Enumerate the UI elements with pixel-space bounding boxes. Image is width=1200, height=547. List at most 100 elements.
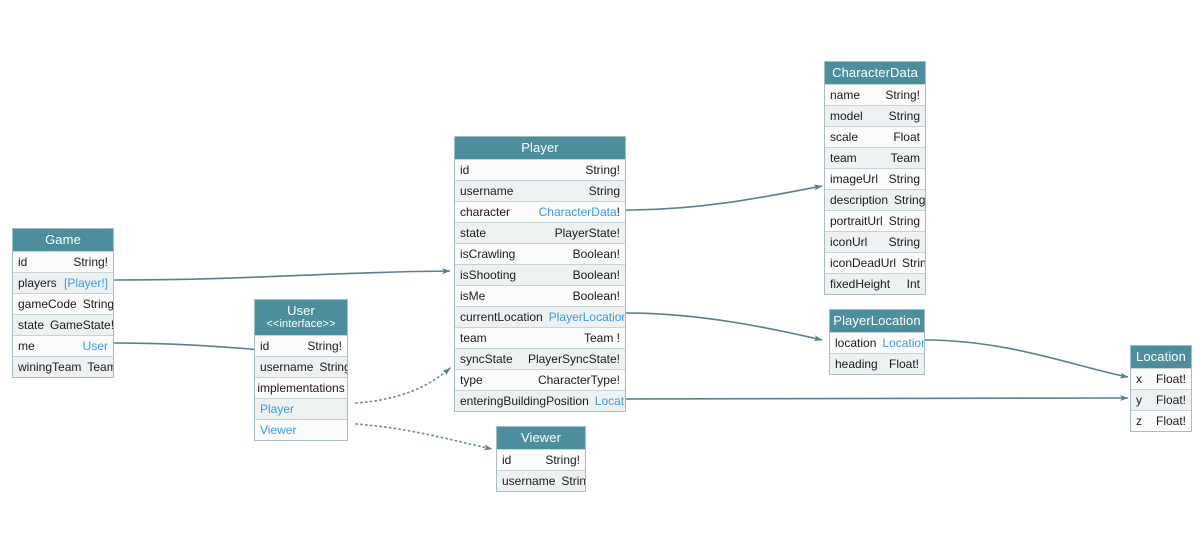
- field-name: gameCode: [18, 297, 77, 311]
- field-type-link[interactable]: CharacterData: [538, 205, 617, 219]
- entity-player[interactable]: Player id String! username String charac…: [454, 136, 626, 412]
- field-type: PlayerSyncState!: [527, 352, 620, 366]
- field-row[interactable]: id String!: [497, 449, 585, 470]
- field-type: String!: [585, 163, 620, 177]
- field-row[interactable]: portraitUrl String: [825, 210, 925, 231]
- field-type: PlayerState!: [554, 226, 620, 240]
- entity-location[interactable]: Location x Float! y Float! z Float!: [1130, 345, 1192, 432]
- field-row[interactable]: state GameState!: [13, 314, 113, 335]
- field-row[interactable]: team Team: [825, 147, 925, 168]
- field-name: isCrawling: [460, 247, 516, 261]
- field-name: me: [18, 339, 35, 353]
- field-row[interactable]: username String: [255, 356, 347, 377]
- field-type: String: [888, 214, 921, 228]
- field-row[interactable]: imageUrl String: [825, 168, 925, 189]
- field-name: x: [1136, 372, 1142, 386]
- field-name: model: [830, 109, 863, 123]
- field-type[interactable]: Location: [594, 394, 625, 408]
- field-row[interactable]: state PlayerState!: [455, 222, 625, 243]
- field-row[interactable]: me User: [13, 335, 113, 356]
- field-row[interactable]: iconDeadUrl String: [825, 252, 925, 273]
- field-type: Team !: [583, 331, 620, 345]
- field-name: location: [835, 336, 877, 350]
- field-row[interactable]: currentLocation PlayerLocation!: [455, 306, 625, 327]
- field-row[interactable]: type CharacterType!: [455, 369, 625, 390]
- field-type: Float!: [888, 357, 919, 371]
- entity-game-title: Game: [13, 229, 113, 251]
- field-name: description: [830, 193, 889, 207]
- field-row[interactable]: z Float!: [1131, 410, 1191, 431]
- field-name: players: [18, 276, 57, 290]
- field-type: Team: [87, 360, 113, 374]
- edge-game-players-to-player: [113, 268, 451, 281]
- field-name: state: [18, 318, 45, 332]
- field-type[interactable]: CharacterData!: [533, 205, 620, 219]
- field-row[interactable]: username String: [455, 180, 625, 201]
- implementation-item[interactable]: Viewer: [255, 419, 347, 440]
- field-row[interactable]: fixedHeight Int: [825, 273, 925, 294]
- field-row[interactable]: isMe Boolean!: [455, 285, 625, 306]
- edge-user-player-implementation: [355, 367, 451, 404]
- field-row[interactable]: team Team !: [455, 327, 625, 348]
- field-type[interactable]: [Player!]: [63, 276, 108, 290]
- field-name: character: [460, 205, 511, 219]
- field-name: portraitUrl: [830, 214, 883, 228]
- field-row[interactable]: scale Float: [825, 126, 925, 147]
- field-row[interactable]: isShooting Boolean!: [455, 264, 625, 285]
- field-row[interactable]: id String!: [255, 335, 347, 356]
- field-name: username: [260, 360, 314, 374]
- implementation-name[interactable]: Player: [260, 402, 295, 416]
- field-row[interactable]: syncState PlayerSyncState!: [455, 348, 625, 369]
- field-row[interactable]: winingTeam Team: [13, 356, 113, 377]
- entity-game[interactable]: Game id String! players [Player!] gameCo…: [12, 228, 114, 378]
- field-type: String: [588, 184, 620, 198]
- field-row[interactable]: x Float!: [1131, 368, 1191, 389]
- field-type: String!: [545, 453, 580, 467]
- entity-playerlocation[interactable]: PlayerLocation location Location! headin…: [829, 309, 925, 375]
- field-type: String: [888, 109, 920, 123]
- field-name: winingTeam: [18, 360, 82, 374]
- field-type: String: [902, 256, 925, 270]
- field-row[interactable]: players [Player!]: [13, 272, 113, 293]
- field-type[interactable]: PlayerLocation!: [548, 310, 625, 324]
- field-type: Float!: [1155, 414, 1186, 428]
- implementation-name[interactable]: Viewer: [260, 423, 297, 437]
- entity-user-stereotype: <<interface>>: [266, 318, 336, 330]
- field-name: syncState: [460, 352, 513, 366]
- field-row[interactable]: name String!: [825, 84, 925, 105]
- edge-player-character-to-characterdata: [625, 184, 823, 211]
- field-type: Int: [906, 277, 920, 291]
- field-row[interactable]: isCrawling Boolean!: [455, 243, 625, 264]
- entity-characterdata[interactable]: CharacterData name String! model String …: [824, 61, 926, 295]
- field-type: String!: [885, 88, 920, 102]
- field-name: iconDeadUrl: [830, 256, 897, 270]
- field-row[interactable]: model String: [825, 105, 925, 126]
- field-row[interactable]: gameCode String!: [13, 293, 113, 314]
- field-name: fixedHeight: [830, 277, 891, 291]
- field-name: name: [830, 88, 861, 102]
- field-type[interactable]: User: [82, 339, 108, 353]
- field-row[interactable]: y Float!: [1131, 389, 1191, 410]
- field-type[interactable]: Location!: [882, 336, 924, 350]
- entity-viewer[interactable]: Viewer id String! username String: [496, 426, 586, 492]
- field-type: Float: [893, 130, 920, 144]
- field-row[interactable]: id String!: [455, 159, 625, 180]
- field-type: GameState!: [50, 318, 113, 332]
- field-row[interactable]: id String!: [13, 251, 113, 272]
- field-row[interactable]: description String: [825, 189, 925, 210]
- entity-user[interactable]: User <<interface>> id String! username S…: [254, 299, 348, 441]
- field-name: y: [1136, 393, 1142, 407]
- field-row[interactable]: iconUrl String: [825, 231, 925, 252]
- field-row[interactable]: heading Float!: [830, 353, 924, 374]
- field-type: String!: [82, 297, 113, 311]
- field-name: team: [460, 331, 487, 345]
- field-row[interactable]: character CharacterData!: [455, 201, 625, 222]
- field-row[interactable]: enteringBuildingPosition Location: [455, 390, 625, 411]
- field-row[interactable]: username String: [497, 470, 585, 491]
- entity-location-title: Location: [1131, 346, 1191, 368]
- field-type: Float!: [1155, 393, 1186, 407]
- field-row[interactable]: location Location!: [830, 332, 924, 353]
- implementation-item[interactable]: Player: [255, 398, 347, 419]
- field-type-suffix: !: [616, 205, 620, 219]
- field-name: isMe: [460, 289, 486, 303]
